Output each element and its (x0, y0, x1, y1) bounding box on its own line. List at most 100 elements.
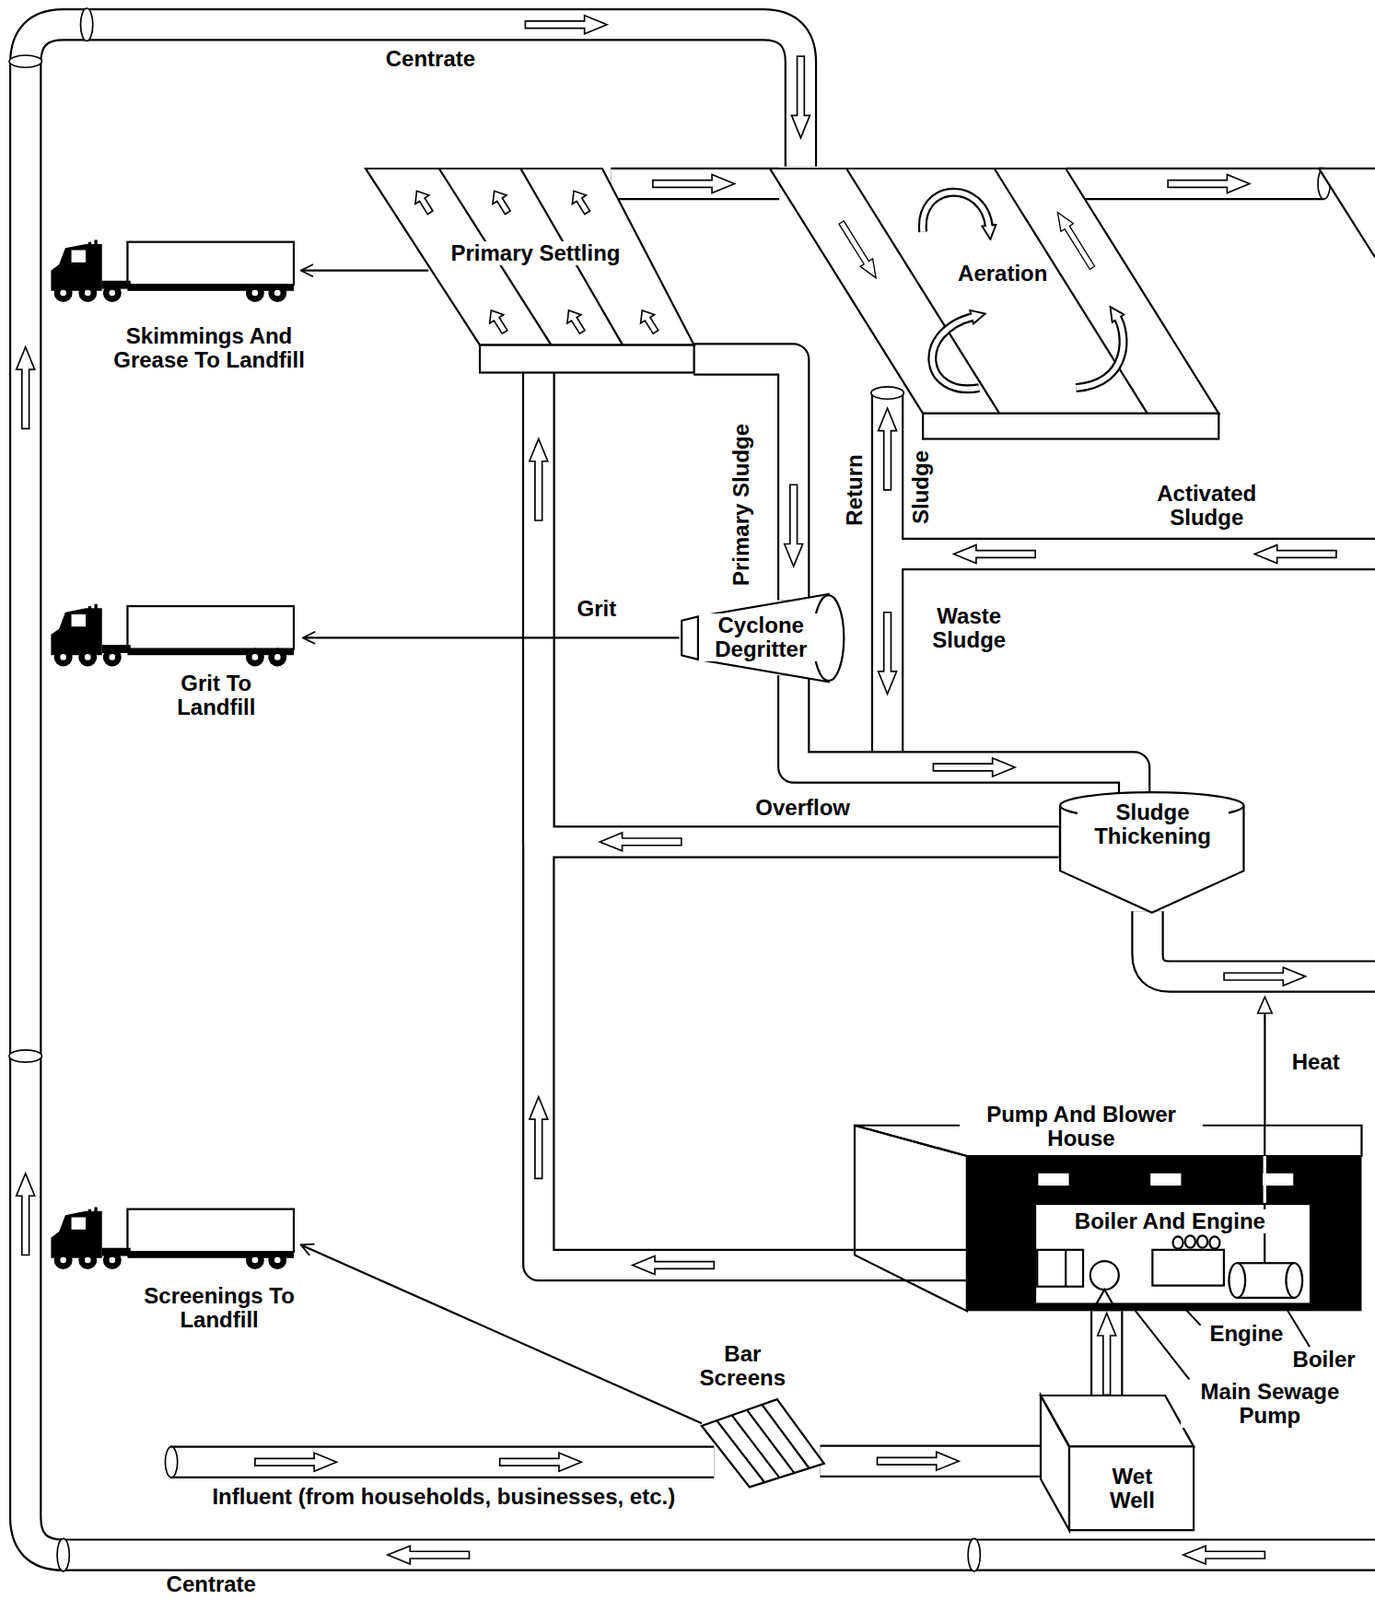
drawing-ellipse (871, 386, 904, 399)
drawing-g (301, 270, 702, 1424)
drawing-ellipse (9, 1049, 42, 1062)
node-text: Cyclone Degritter (699, 613, 823, 662)
flow-label: Activated Sludge (1130, 481, 1282, 530)
drawing-use (791, 56, 810, 139)
drawing-path (1075, 315, 1123, 388)
drawing-use (887, 539, 1375, 569)
drawing-use (16, 347, 35, 430)
flow-label: Waste Sludge (916, 604, 1022, 653)
drawing-path (922, 191, 990, 232)
drawing-path (716, 1404, 809, 1482)
drawing-polygon (1040, 1395, 1070, 1530)
node-text: Wet Well (1093, 1464, 1171, 1513)
flow-label: Engine (1207, 1321, 1285, 1346)
drawing-use (524, 15, 607, 35)
drawing-polygon (365, 168, 695, 346)
node-text: Grit To Landfill (150, 671, 283, 720)
flow-label: Return (842, 452, 867, 527)
drawing-path (846, 168, 1148, 414)
drawing-rect (1037, 1249, 1084, 1287)
pipe-connector (610, 169, 780, 199)
drawing-path (1318, 168, 1375, 257)
drawing-use (954, 545, 1037, 564)
drawing-ellipse (1210, 1235, 1221, 1248)
drawing-polygon (701, 1399, 825, 1488)
drawing-use (50, 604, 294, 667)
drawing-use (871, 393, 904, 768)
drawing-ellipse (1185, 1235, 1196, 1247)
landfill-truck: Screenings To Landfill (50, 1205, 306, 1339)
drawing-polygon (1096, 1289, 1114, 1305)
drawing-use (483, 305, 512, 337)
flow-label: Main Sewage Pump (1180, 1379, 1360, 1428)
drawing-use (387, 1545, 470, 1564)
drawing-use (50, 1206, 294, 1270)
drawing-use (1183, 1545, 1266, 1564)
drawing-use (887, 537, 1375, 571)
truck-icons (50, 239, 294, 1270)
wet-well: Wet Well (1040, 1395, 1194, 1530)
drawing-use (878, 612, 898, 695)
boiler-engine-room: Boiler And Engine (1035, 1203, 1311, 1305)
drawing-path (922, 191, 990, 232)
drawing-polygon (681, 594, 828, 682)
drawing-rect (922, 413, 1219, 440)
drawing-use (1254, 545, 1337, 564)
drawing-use (170, 1447, 714, 1477)
drawing-use (566, 186, 595, 217)
drawing-use (487, 186, 515, 217)
next-tank (1318, 168, 1375, 257)
node-outline (769, 168, 1219, 440)
pipe-connector (793, 675, 1135, 793)
flow-arrow (1097, 1313, 1117, 1396)
node-text: Aeration (955, 261, 1049, 286)
heat-line (1258, 996, 1273, 1126)
node-text: Screenings To Landfill (141, 1283, 298, 1332)
drawing-path (932, 315, 980, 389)
drawing-ellipse (1229, 1262, 1247, 1298)
drawing-ellipse (1173, 1235, 1184, 1248)
pipe-connector (693, 359, 794, 600)
drawing-use (1147, 910, 1375, 977)
drawing-circle (1090, 1260, 1119, 1290)
flow-arrow (652, 174, 735, 194)
flow-label: Boiler (1291, 1347, 1358, 1372)
drawing-rect (1262, 1173, 1294, 1186)
flow-arrow (932, 757, 1015, 777)
cyclone-degritter: Cyclone Degritter (679, 594, 845, 682)
drawing-use (255, 1452, 338, 1471)
drawing-use (25, 24, 1375, 1555)
line-connector (302, 636, 680, 639)
flow-label: Centrate (384, 46, 478, 71)
node-text: Bar Screens (680, 1341, 805, 1390)
drawing-use (500, 1452, 583, 1471)
pipe-bores (25, 24, 1375, 1555)
edge-label: Primary Sludge (729, 421, 754, 588)
drawing-polygon (1318, 168, 1375, 257)
drawing-rect (1035, 1203, 1311, 1305)
drawing-rect (1150, 1173, 1181, 1186)
drawing-ellipse (57, 1538, 70, 1571)
pipe-walls (25, 24, 1375, 1555)
bar-screens: Bar Screens (693, 1340, 828, 1490)
drawing-use (408, 186, 437, 217)
drawing-rect (1037, 1173, 1069, 1186)
pipe-connector (819, 1446, 1040, 1476)
flow-label: Centrate (164, 1572, 258, 1597)
drawing-use (16, 1173, 35, 1256)
edge-label: Overflow (753, 795, 852, 820)
pipe-connector (1090, 1310, 1123, 1396)
node-outline (365, 168, 695, 373)
node-text: Pump And Blower House (959, 1102, 1203, 1151)
line-connector (301, 269, 429, 272)
drawing-rect (1153, 1249, 1225, 1286)
drawing-polygon (1040, 1395, 1194, 1446)
flow-label: Heat (1290, 1049, 1342, 1074)
drawing-use (50, 239, 294, 303)
drawing-ellipse (164, 1446, 177, 1478)
drawing-rect (967, 1155, 1363, 1311)
drawing-use (561, 305, 590, 337)
settling-tank: Primary Settling (365, 168, 695, 373)
pipe-joints (9, 8, 1330, 1572)
flow-label: Influent (from households, businesses, e… (209, 1484, 677, 1509)
